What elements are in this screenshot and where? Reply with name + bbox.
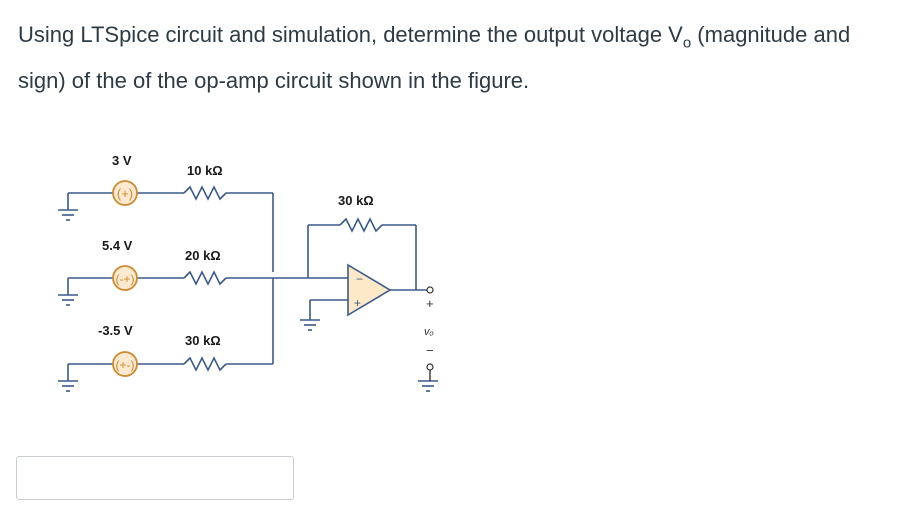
source-1-symbol: (+) [117,186,133,201]
output-minus: − [426,343,434,358]
question-text-part1: Using LTSpice circuit and simulation, de… [18,22,683,47]
opamp: − + [347,263,392,317]
question-subscript: o [682,34,692,52]
source-3-symbol: (+-) [116,358,135,372]
question-text: Using LTSpice circuit and simulation, de… [18,16,898,100]
source-1-label: 3 V [112,153,132,168]
answer-input[interactable] [16,456,294,500]
resistor-1 [183,185,227,201]
resistor-3 [183,356,227,372]
resistor-1-label: 10 kΩ [187,163,223,178]
question-text-part2: (magnitude and sign) of the of the op-am… [18,22,851,94]
output-plus: + [426,296,434,311]
output-label: vₒ [424,326,434,338]
voltage-source-1: (+) 3 V [112,153,138,206]
circuit-diagram: (+) 3 V (-+) 5.4 V (+-) -3.5 V 10 kΩ 20 … [58,153,438,392]
ground-icon [58,209,438,392]
voltage-source-2: (-+) 5.4 V [102,238,138,291]
source-2-symbol: (-+) [116,272,135,286]
resistor-3-label: 30 kΩ [185,333,221,348]
opamp-plus: + [354,296,361,310]
source-3-label: -3.5 V [98,323,133,338]
resistor-2 [183,270,227,286]
resistor-2-label: 20 kΩ [185,248,221,263]
source-2-label: 5.4 V [102,238,133,253]
voltage-source-3: (+-) -3.5 V [98,323,138,377]
feedback-resistor-label: 30 kΩ [338,193,374,208]
opamp-minus: − [356,272,363,286]
output-terminals: + vₒ − [424,286,434,381]
feedback-resistor [339,217,383,233]
